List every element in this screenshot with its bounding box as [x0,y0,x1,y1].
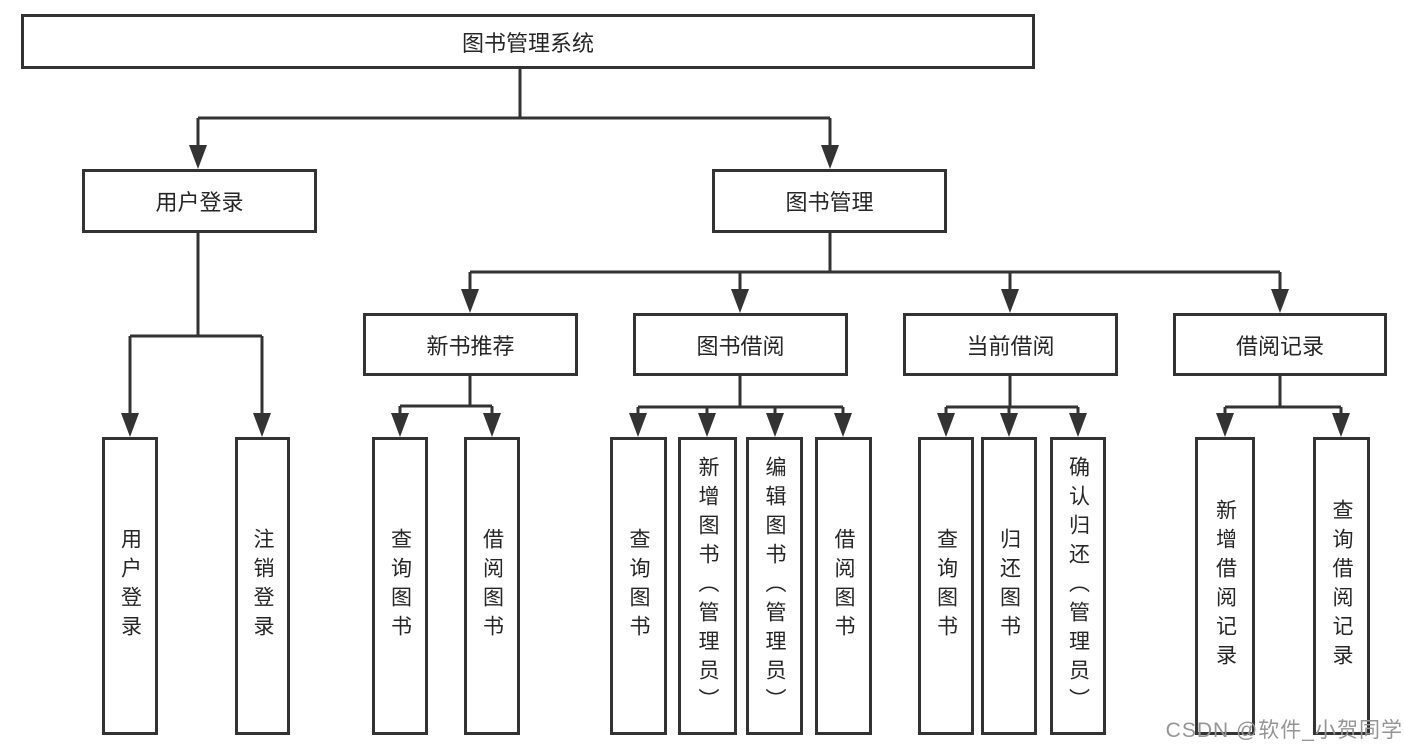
node-leaf-confirm-return-admin: 确认归还（管理员） [1050,437,1106,735]
arrowhead-icon [121,413,139,437]
arrowhead-icon [461,289,479,313]
arrowhead-icon [698,413,716,437]
node-leaf-edit-books-admin: 编辑图书（管理员） [746,437,803,735]
node-book-borrowing: 图书借阅 [633,313,848,376]
node-new-book-recommendation: 新书推荐 [363,313,578,376]
arrowhead-icon [189,145,207,169]
arrowhead-icon [731,289,749,313]
csdn-watermark: CSDN @软件_小贺同学 [1165,719,1403,742]
arrowhead-icon [1001,289,1019,313]
arrowhead-icon [1000,413,1018,437]
node-leaf-add-books-admin: 新增图书（管理员） [678,437,737,735]
arrowhead-icon [1332,413,1350,437]
arrowhead-icon [834,413,852,437]
node-leaf-borrow-books-1: 借阅图书 [464,437,520,735]
arrowhead-icon [1271,289,1289,313]
arrowhead-icon [821,145,839,169]
node-leaf-query-books-2: 查询图书 [610,437,667,735]
node-leaf-logout: 注销登录 [235,437,290,735]
node-leaf-user-login: 用户登录 [102,437,158,735]
node-leaf-query-books-3: 查询图书 [918,437,974,735]
connector-path [128,69,1343,418]
node-book-management: 图书管理 [712,169,947,233]
node-leaf-return-books: 归还图书 [981,437,1037,735]
node-leaf-borrow-books-2: 借阅图书 [815,437,872,735]
arrowhead-icon [483,413,501,437]
arrowhead-icon [391,413,409,437]
arrowhead-icon [253,413,271,437]
arrowhead-icon [629,413,647,437]
node-borrowing-records: 借阅记录 [1173,313,1387,376]
arrowhead-icon [1069,413,1087,437]
node-leaf-query-books-1: 查询图书 [372,437,428,735]
node-library-management-system: 图书管理系统 [21,14,1035,69]
node-user-login: 用户登录 [82,169,317,233]
node-leaf-query-borrow-record: 查询借阅记录 [1313,437,1370,735]
arrowhead-icon [1216,413,1234,437]
arrowhead-icon [766,413,784,437]
arrowhead-icon [937,413,955,437]
node-current-borrowing: 当前借阅 [903,313,1118,376]
node-leaf-add-borrow-record: 新增借阅记录 [1195,437,1255,735]
